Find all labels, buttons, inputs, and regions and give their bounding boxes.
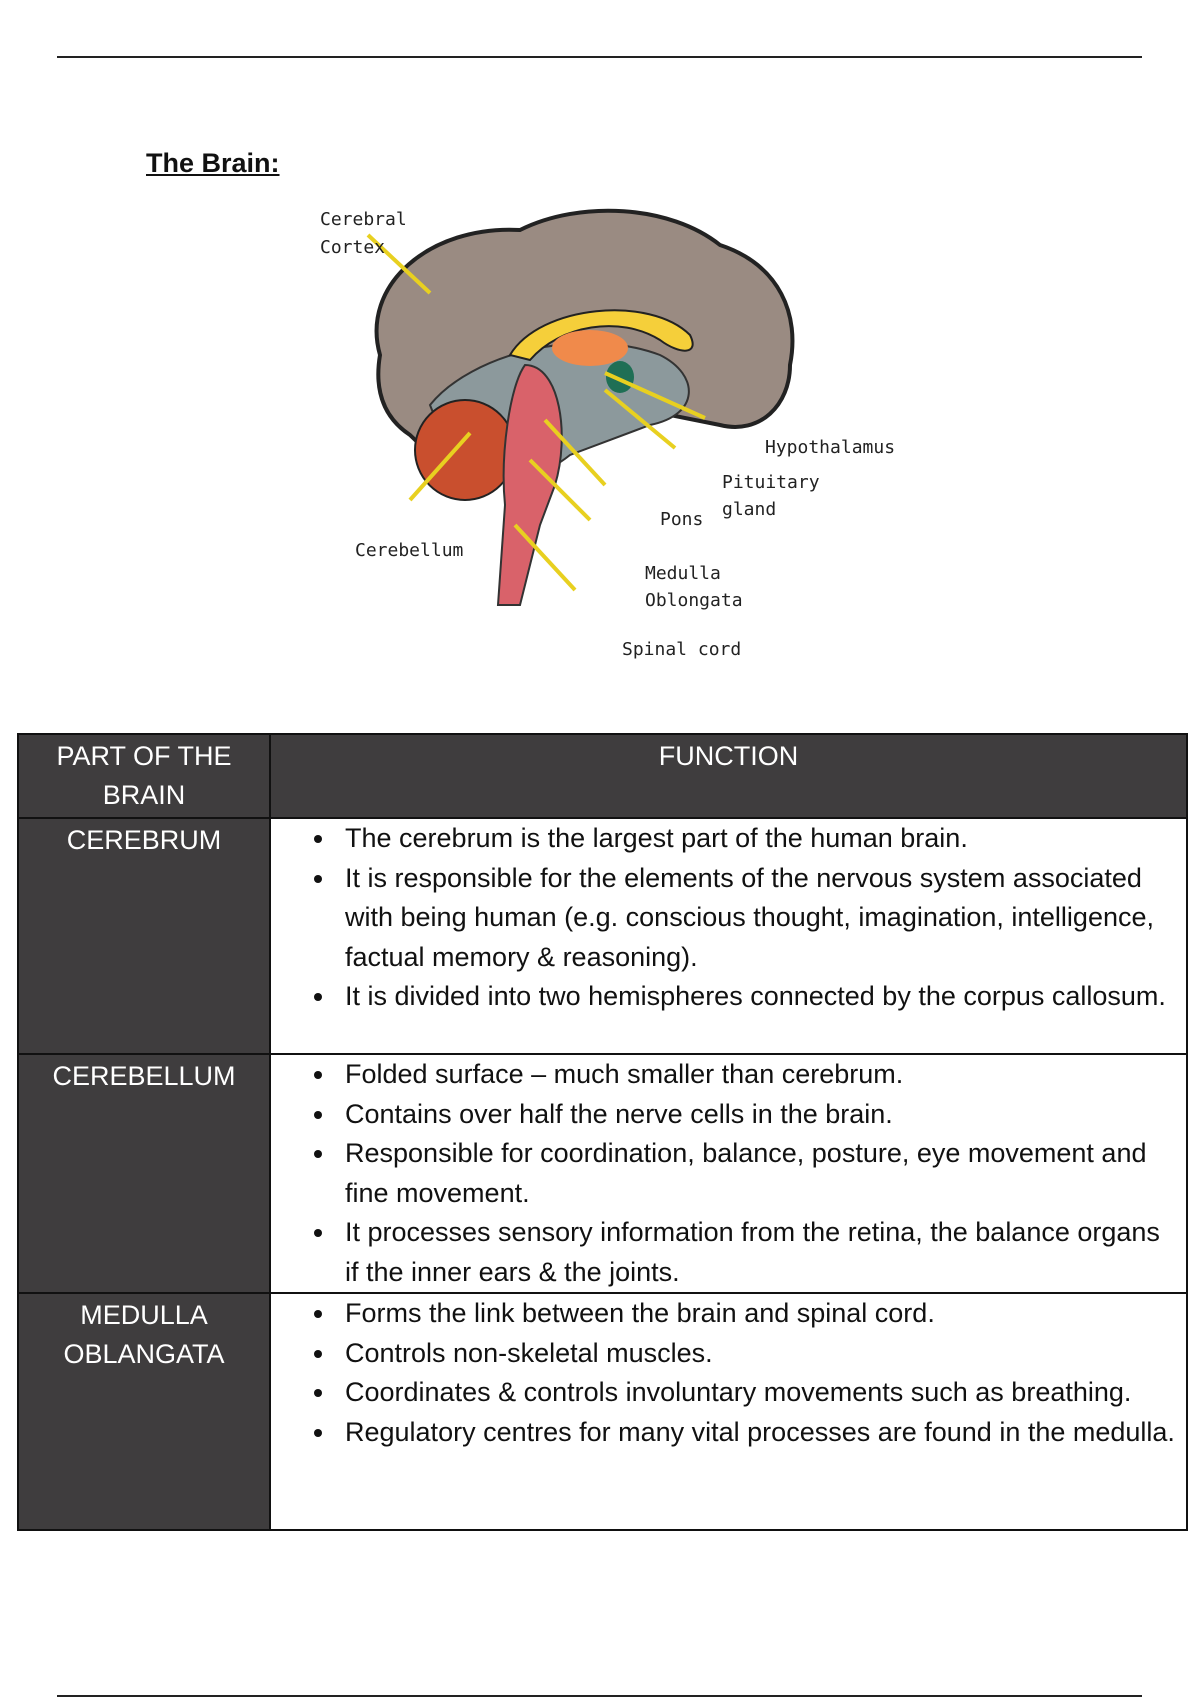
function-item: Responsible for coordination, balance, p… bbox=[337, 1134, 1176, 1213]
function-item: The cerebrum is the largest part of the … bbox=[337, 819, 1176, 859]
label-pituitary: Pituitary bbox=[722, 472, 820, 493]
brainstem-shape bbox=[496, 363, 563, 606]
thalamus-shape bbox=[552, 330, 628, 366]
row-part: MEDULLA OBLANGATA bbox=[17, 1292, 271, 1531]
corpus-callosum-shape bbox=[508, 309, 694, 362]
table-row: CEREBELLUM Folded surface – much smaller… bbox=[17, 1053, 1188, 1294]
footer-rule bbox=[57, 1695, 1142, 1697]
label-pons: Pons bbox=[660, 509, 703, 530]
label-spinal-cord: Spinal cord bbox=[622, 639, 741, 660]
table-header-row: PART OF THE BRAIN FUNCTION bbox=[17, 733, 1188, 819]
header-function: FUNCTION bbox=[269, 733, 1188, 819]
function-item: Controls non-skeletal muscles. bbox=[337, 1334, 1176, 1374]
header-part: PART OF THE BRAIN bbox=[17, 733, 271, 819]
function-item: Contains over half the nerve cells in th… bbox=[337, 1095, 1176, 1135]
row-part: CEREBELLUM bbox=[17, 1053, 271, 1294]
header-rule bbox=[57, 56, 1142, 58]
function-item: It is responsible for the elements of th… bbox=[337, 859, 1176, 978]
cerebellum-shape bbox=[414, 399, 516, 501]
label-cerebellum: Cerebellum bbox=[355, 540, 463, 561]
function-item: Coordinates & controls involuntary movem… bbox=[337, 1373, 1176, 1413]
table-row: CEREBRUM The cerebrum is the largest par… bbox=[17, 817, 1188, 1055]
brain-functions-table: PART OF THE BRAIN FUNCTION CEREBRUM The … bbox=[17, 733, 1188, 1531]
function-item: Folded surface – much smaller than cereb… bbox=[337, 1055, 1176, 1095]
row-part: CEREBRUM bbox=[17, 817, 271, 1055]
label-oblongata: Oblongata bbox=[645, 590, 743, 611]
brain-diagram: Cerebral Cortex Hypothalamus Pituitary g… bbox=[320, 208, 895, 660]
label-cerebral: Cerebral bbox=[320, 209, 407, 230]
label-hypothalamus: Hypothalamus bbox=[765, 437, 895, 458]
label-cortex: Cortex bbox=[320, 237, 385, 258]
function-item: Forms the link between the brain and spi… bbox=[337, 1294, 1176, 1334]
label-gland: gland bbox=[722, 499, 776, 520]
function-item: It is divided into two hemispheres conne… bbox=[337, 977, 1176, 1017]
page-title: The Brain: bbox=[146, 148, 280, 178]
label-medulla: Medulla bbox=[645, 563, 721, 584]
function-item: Regulatory centres for many vital proces… bbox=[337, 1413, 1176, 1453]
table-row: MEDULLA OBLANGATA Forms the link between… bbox=[17, 1292, 1188, 1531]
function-item: It processes sensory information from th… bbox=[337, 1213, 1176, 1292]
